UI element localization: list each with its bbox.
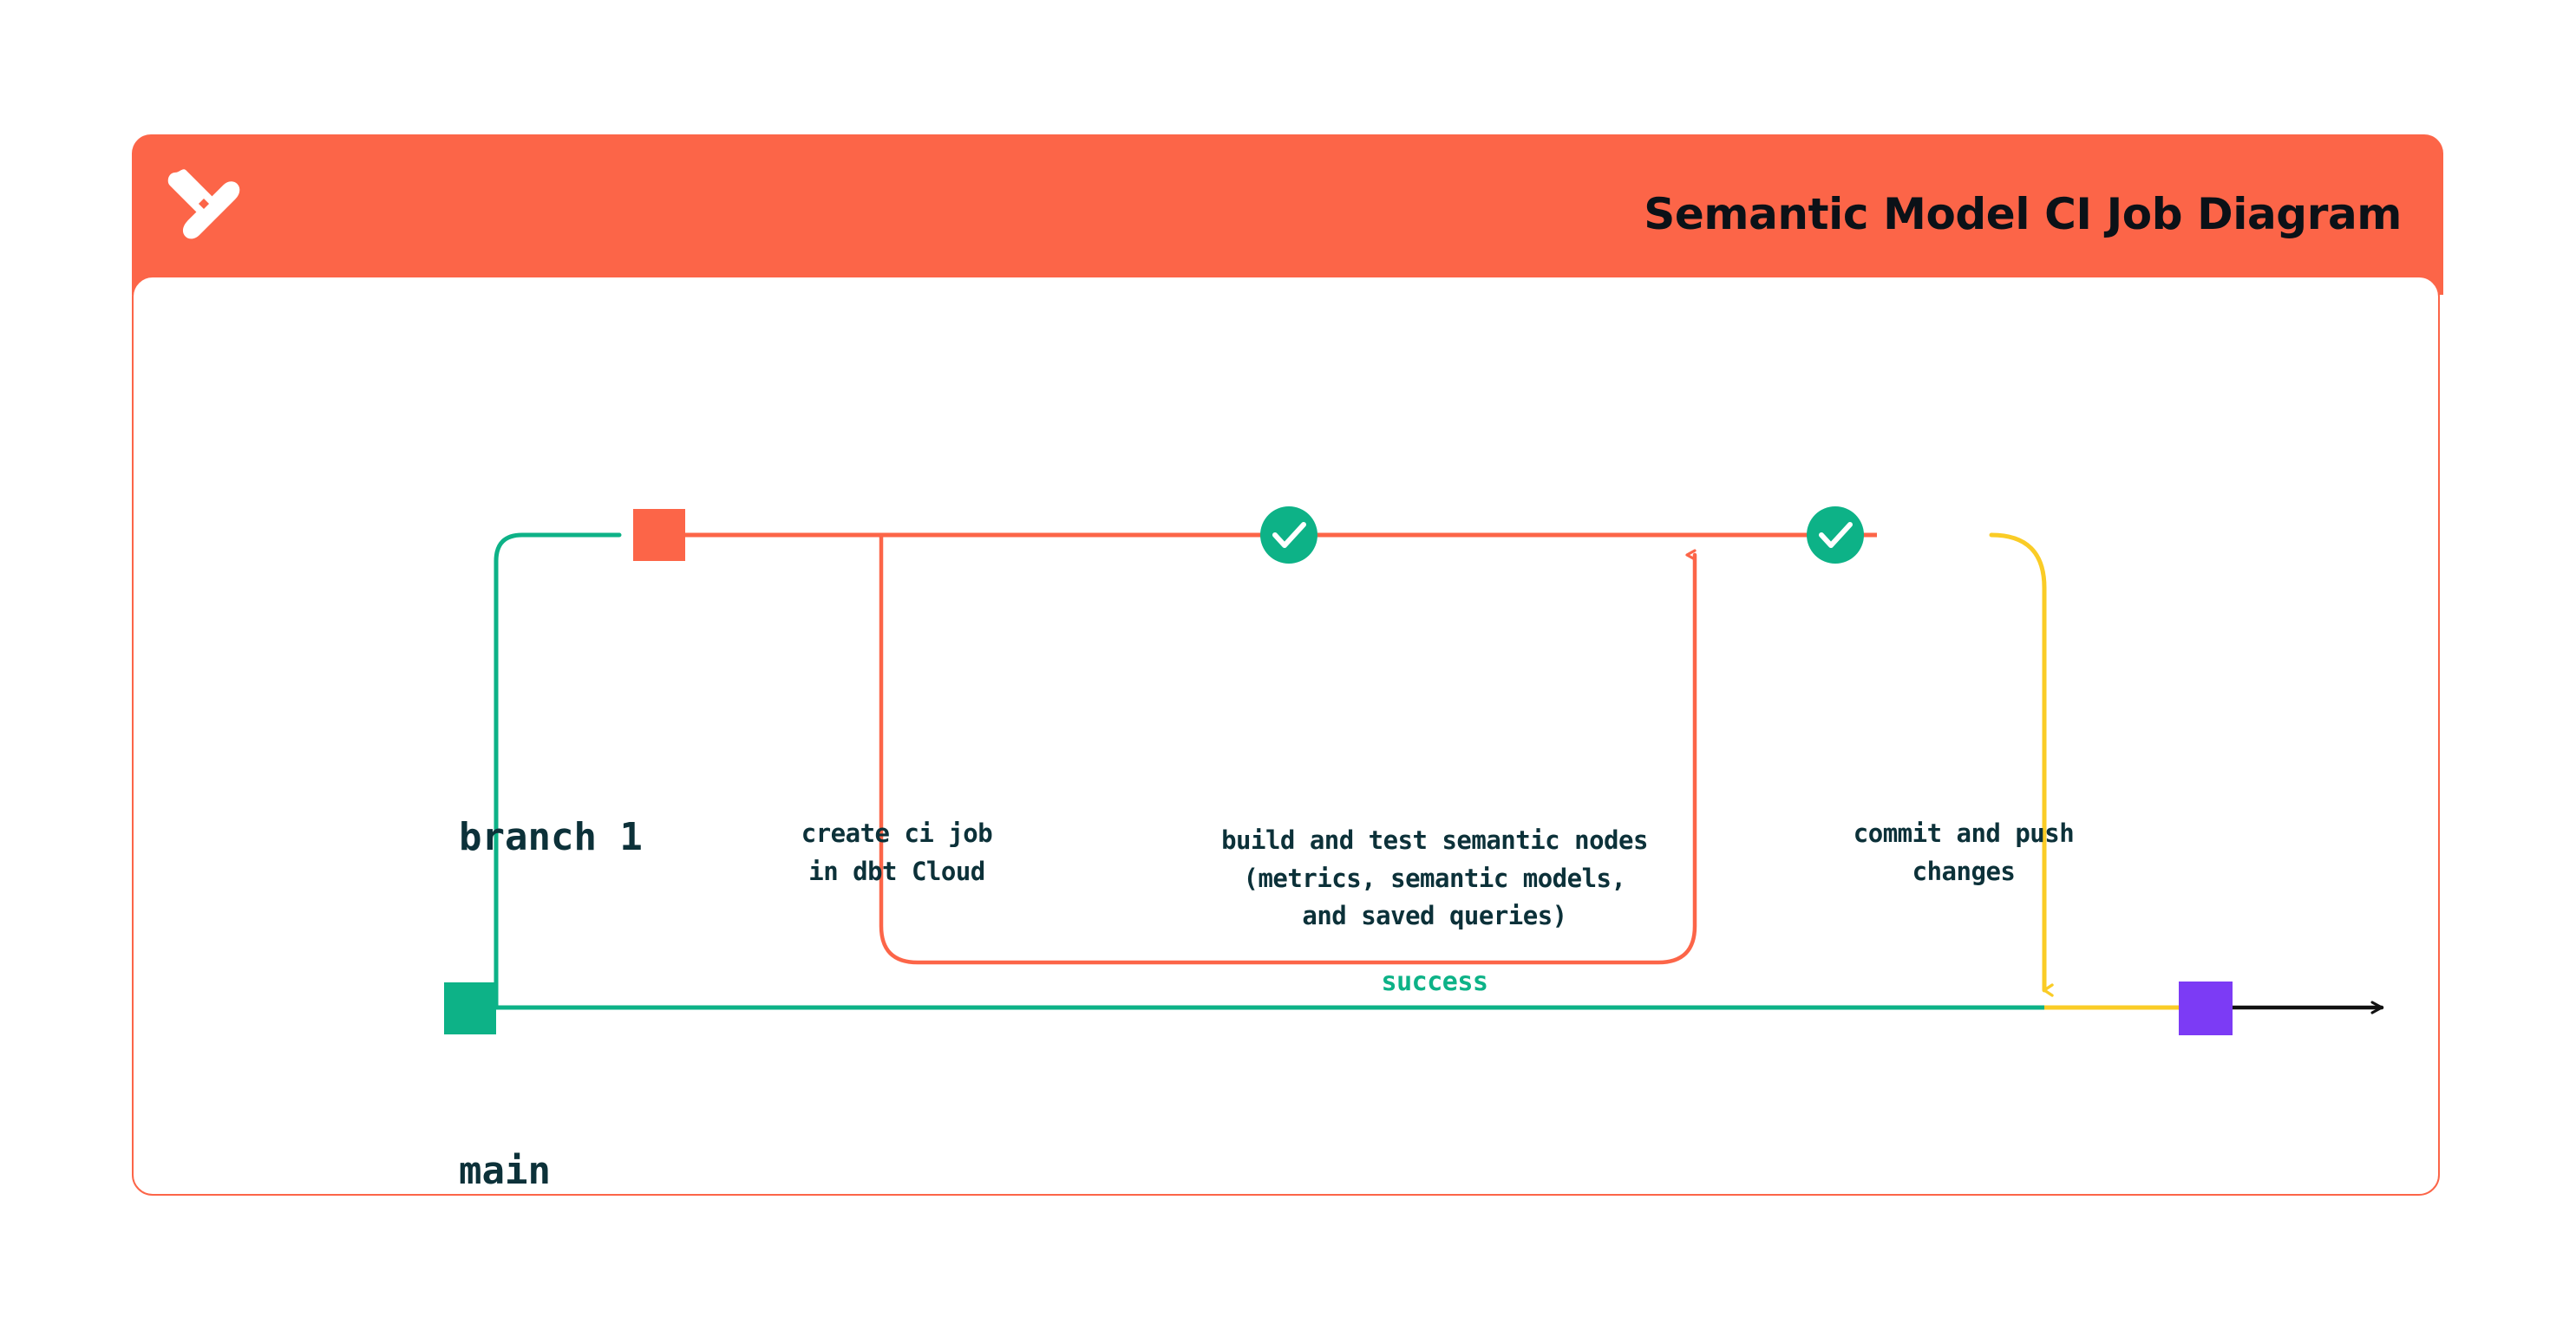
node-marker-build-and-test[interactable] (1260, 506, 1317, 564)
dbt-logo-icon (167, 166, 241, 241)
lane-label-branch-1: branch 1 (459, 815, 643, 859)
lane-label-main: main (459, 1149, 551, 1193)
node-caption-merge-to-main: merge to main and deploy to production (1981, 1192, 2438, 1194)
node-marker-create-ci-job[interactable] (633, 509, 685, 561)
node-caption-build-and-test: build and test semantic nodes (metrics, … (1221, 825, 1648, 930)
node-marker-commit-and-push[interactable] (1807, 506, 1864, 564)
page-title: Semantic Model CI Job Diagram (1644, 189, 2402, 239)
node-caption-create-ci-job: create ci job in dbt Cloud (801, 819, 993, 886)
node-marker-main-start[interactable] (444, 982, 496, 1034)
node-caption-commit-and-push: commit and push changes (1853, 819, 2075, 886)
card-body: branch 1 main create ci job in dbt Cloud… (132, 276, 2440, 1196)
card-header: Semantic Model CI Job Diagram (132, 134, 2443, 295)
git-flow-graph (444, 506, 2384, 1035)
diagram-card: Semantic Model CI Job Diagram (132, 134, 2443, 1199)
success-loop-edge (879, 532, 1697, 965)
node-marker-merge-to-main[interactable] (2179, 982, 2233, 1035)
merge-down-edge (1989, 532, 2180, 1010)
branch-off-edge (494, 532, 689, 1010)
edge-label-success: success (1339, 967, 1530, 997)
